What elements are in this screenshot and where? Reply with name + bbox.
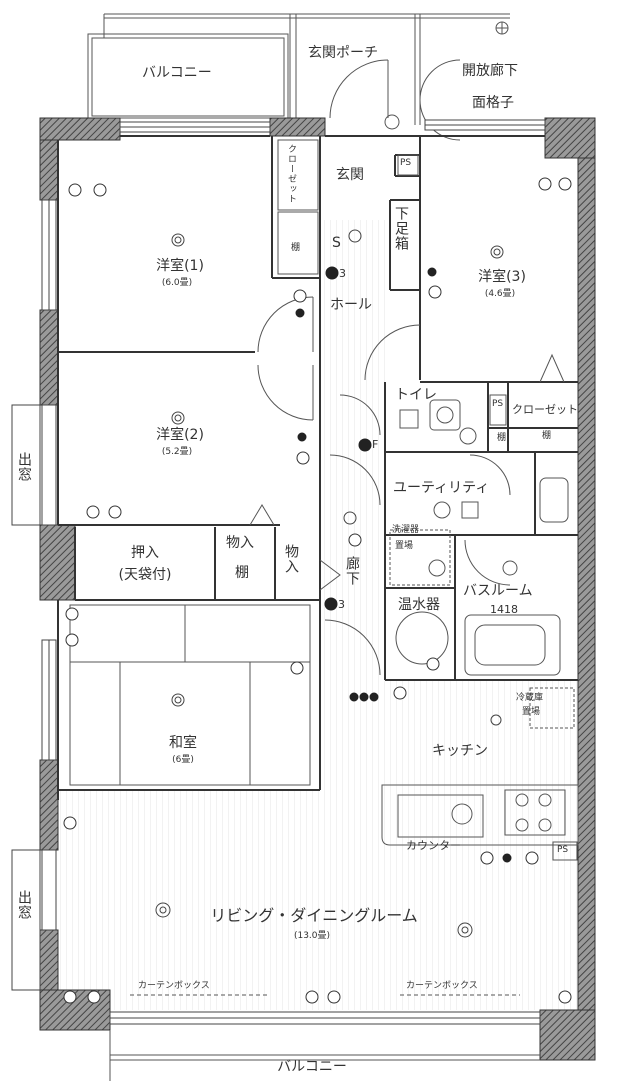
num3-corridor: 3 (338, 598, 345, 611)
bay-window-label-bottom: 出窓 (16, 890, 32, 920)
top-exterior (87, 13, 510, 141)
living-name: リビング・ダイニングルーム (210, 906, 418, 925)
water-heater-label: 温水器 (398, 597, 440, 613)
monoire-label: 物入 (226, 535, 254, 551)
closet-label: クローゼット (512, 403, 578, 416)
washitsu-size: (6畳) (172, 755, 194, 765)
bottom-balcony (109, 1030, 540, 1081)
room1-size: (6.0畳) (161, 278, 193, 288)
shelf-label-closet-2: 棚 (542, 431, 552, 441)
outer-walls (39, 117, 596, 1061)
ps-label-kitchen: PS (557, 845, 569, 855)
fridge-label: 冷蔵庫 (516, 693, 544, 703)
f-mark: F (372, 438, 379, 451)
lattice-label: 面格子 (472, 95, 514, 111)
corridor-label: 廊下 (344, 556, 360, 586)
oshiire-label: 押入 (131, 545, 159, 561)
balcony-bottom-label: バルコニー (277, 1059, 347, 1075)
tenbukuro-label: (天袋付) (118, 567, 172, 583)
bay-window-label-top: 出窓 (16, 452, 32, 482)
fridge-place-label: 置場 (522, 707, 541, 717)
living-size: (13.0畳) (293, 931, 331, 941)
s-mark: S (332, 235, 341, 251)
curtain-box-right: カーテンボックス (406, 981, 478, 991)
room3-size: (4.6畳) (484, 289, 516, 299)
ps-label-toilet: PS (492, 399, 504, 409)
room3-name: 洋室(3) (478, 269, 526, 285)
curtain-box-left: カーテンボックス (138, 981, 210, 991)
toilet-label: トイレ (395, 387, 437, 403)
interior-walls (57, 135, 578, 800)
shelf-label-closet: 棚 (497, 433, 507, 443)
open-corridor-label: 開放廊下 (462, 63, 518, 79)
switches (63, 177, 572, 1004)
kitchen-label: キッチン (432, 743, 488, 759)
shoe-box-label: 下足箱 (393, 206, 409, 251)
entrance-label: 玄関 (336, 167, 364, 183)
washitsu-name: 和室 (169, 735, 197, 751)
room2-size: (5.2畳) (161, 447, 193, 457)
living-floor (58, 790, 578, 1010)
outlets (295, 266, 512, 863)
hall-label: ホール (330, 297, 372, 313)
ceiling-lights (155, 229, 504, 938)
balcony-top-label: バルコニー (142, 65, 212, 81)
closet-small-label: クローゼット (286, 144, 296, 204)
washer-place-label: 置場 (395, 541, 414, 551)
room1-name: 洋室(1) (156, 258, 204, 274)
bath-size-label: 1418 (490, 603, 518, 616)
num3-hall: 3 (339, 267, 346, 280)
monoire-label-2: 物入 (283, 544, 299, 574)
room2-name: 洋室(2) (156, 427, 204, 443)
shelf-label-oshiire: 棚 (235, 565, 249, 581)
shelf-label-room1: 棚 (291, 243, 301, 253)
entrance-porch-label: 玄関ポーチ (308, 45, 378, 61)
bathroom-label: バスルーム (463, 583, 533, 599)
washer-label: 洗濯器 (392, 525, 420, 535)
ps-label-entrance: PS (400, 158, 412, 168)
counter-label: カウンター (406, 839, 461, 852)
windows (11, 119, 546, 1025)
utility-label: ユーティリティ (393, 480, 490, 496)
